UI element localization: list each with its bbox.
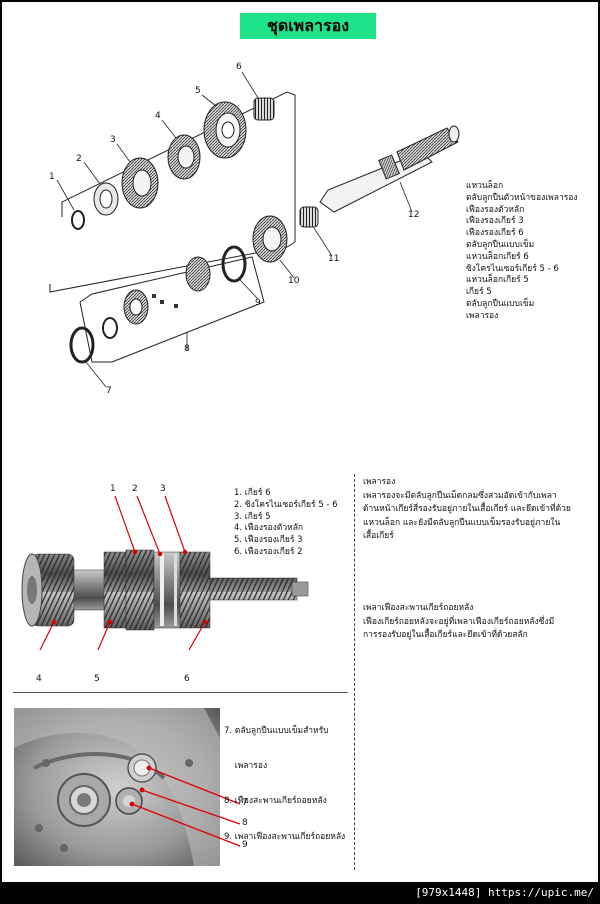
shaft-legend-item: 5. เฟืองรองเกียร์ 3: [234, 535, 303, 546]
description-heading-2: เพลาเฟืองสะพานเกียร์ถอยหลัง: [363, 603, 474, 613]
exploded-legend-item: ซิงโครไนเซอร์เกียร์ 5 - 6: [466, 263, 559, 274]
description-heading: เพลารอง: [363, 477, 396, 487]
case-legend-item: 7. ตลับลูกปืนแบบเข็มสำหรับ: [224, 725, 329, 736]
description-line: เสื้อเกียร์: [363, 531, 394, 541]
vertical-divider: [354, 474, 355, 870]
shaft-callout-4: 4: [36, 674, 42, 684]
shaft-callout-3: 3: [160, 484, 166, 494]
exploded-callout-7: 7: [106, 386, 112, 396]
exploded-legend-item: เฟืองรองเกียร์ 6: [466, 228, 524, 239]
shaft-callout-6: 6: [184, 674, 190, 684]
exploded-callout-3: 3: [110, 135, 116, 145]
shaft-callout-2: 2: [132, 484, 138, 494]
exploded-legend-item: ตลับลูกปืนแบบเข็ม: [466, 239, 535, 250]
exploded-callout-8: 8: [184, 344, 190, 354]
exploded-callout-10: 10: [288, 276, 300, 286]
exploded-callout-4: 4: [155, 111, 161, 121]
shaft-callout-1: 1: [110, 484, 116, 494]
exploded-callout-2: 2: [76, 154, 82, 164]
shaft-legend-item: 2. ซิงโครไนเซอร์เกียร์ 5 - 6: [234, 499, 338, 510]
description-line: เพลารองจะมีตลับลูกปืนเม็ดกลมซึ่งสวมอัดเข…: [363, 490, 557, 501]
horizontal-divider: [13, 692, 348, 693]
exploded-callout-12: 12: [408, 210, 420, 220]
exploded-legend-item: แหวนล็อกเกียร์ 5: [466, 275, 529, 286]
case-legend: 7. ตลับลูกปืนแบบเข็มสำหรับ เพลารอง 8. เฟ…: [224, 702, 345, 867]
exploded-view-drawing: [49, 71, 460, 388]
shaft-callout-5: 5: [94, 674, 100, 684]
exploded-callout-1: 1: [49, 172, 55, 182]
exploded-legend-item: เฟืองรองตัวหลัก: [466, 204, 525, 215]
case-legend-item: เพลารอง: [224, 760, 268, 771]
description-block-2: เพลาเฟืองสะพานเกียร์ถอยหลัง เฟืองเกียร์ถ…: [363, 602, 554, 643]
shaft-legend: 1. เกียร์ 6 2. ซิงโครไนเซอร์เกียร์ 5 - 6…: [234, 488, 338, 559]
exploded-legend-item: ตลับลูกปืนแบบเข็ม: [466, 298, 535, 309]
description-block-1: เพลารอง เพลารองจะมีตลับลูกปืนเม็ดกลมซึ่ง…: [363, 476, 571, 544]
description-line: แหวนล็อก และยังมีตลับลูกปืนแบบเข็มรองรับ…: [363, 517, 561, 528]
exploded-legend-item: เพลารอง: [466, 310, 499, 321]
exploded-legend: แหวนล็อก ตลับลูกปืนตัวหน้าของเพลารอง เฟื…: [466, 181, 578, 323]
description-line: การรองรับอยู่ในเสื้อเกียร์และยึดเข้าที่ด…: [363, 630, 528, 640]
description-line: เฟืองเกียร์ถอยหลังจะอยู่ที่เพลาเฟืองเกีย…: [363, 616, 555, 627]
case-legend-item: 8. เฟืองสะพานเกียร์ถอยหลัง: [224, 796, 327, 807]
footer-text[interactable]: [979x1448] https://upic.me/: [415, 886, 594, 899]
case-callout-8: 8: [242, 818, 248, 828]
shaft-legend-item: 1. เกียร์ 6: [234, 488, 271, 498]
document-page: ชุดเพลารอง: [2, 2, 598, 882]
exploded-legend-item: เกียร์ 5: [466, 287, 492, 298]
countershaft-photo: [21, 495, 309, 651]
exploded-legend-item: เฟืองรองเกียร์ 3: [466, 216, 524, 227]
shaft-legend-item: 3. เกียร์ 5: [234, 511, 271, 522]
shaft-legend-item: 4. เฟืองรองตัวหลัก: [234, 523, 304, 534]
exploded-legend-item: แหวนล็อก: [466, 181, 504, 191]
shaft-legend-item: 6. เฟืองรองเกียร์ 2: [234, 546, 303, 557]
exploded-callout-11: 11: [328, 254, 340, 264]
case-callout-7: 7: [242, 798, 248, 808]
exploded-legend-item: ตลับลูกปืนตัวหน้าของเพลารอง: [466, 192, 578, 203]
transmission-case-photo: [14, 708, 241, 866]
case-callout-9: 9: [242, 840, 248, 850]
exploded-callout-9: 9: [255, 298, 261, 308]
exploded-legend-item: แหวนล็อกเกียร์ 6: [466, 251, 529, 262]
exploded-callout-5: 5: [195, 86, 201, 96]
case-legend-item: 9. เพลาเฟืองสะพานเกียร์ถอยหลัง: [224, 831, 346, 842]
exploded-callout-6: 6: [236, 62, 242, 72]
image-host-footer: [979x1448] https://upic.me/: [0, 882, 600, 904]
page-title: ชุดเพลารอง: [240, 13, 376, 39]
description-line: ด้านหน้าเกียร์สี่รองรับอยู่ภายในเสื้อเกี…: [363, 504, 571, 514]
